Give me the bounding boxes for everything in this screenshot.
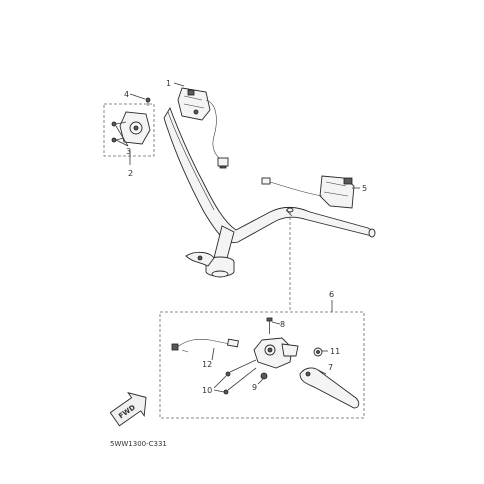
lever-holder: [253, 337, 299, 369]
callout-9: 9: [252, 383, 257, 392]
callout-10: 10: [202, 386, 212, 395]
callout-11: 11: [330, 347, 340, 356]
steering-column: [185, 225, 235, 278]
pivot-11: [313, 347, 323, 357]
switch-cover: [119, 111, 151, 145]
callout-5: 5: [362, 184, 367, 193]
callout-3: 3: [126, 147, 131, 156]
handlebar: [163, 106, 376, 244]
fwd-arrow-icon: FWD: [109, 392, 147, 427]
screw-4: [145, 97, 151, 106]
diagram-code: 5WW1300-C331: [110, 440, 167, 448]
nut-9: [260, 372, 268, 380]
group-box-2: [103, 103, 155, 157]
callout-8: 8: [280, 320, 285, 329]
brake-lever: [299, 367, 360, 409]
callout-6: 6: [329, 290, 334, 299]
brake-switch-cable: [171, 338, 239, 353]
left-handlebar-switch: [177, 87, 229, 169]
right-handlebar-switch: [261, 175, 355, 209]
group-box-6: [159, 311, 365, 419]
screw: [111, 121, 127, 143]
callout-1: 1: [166, 79, 171, 88]
callout-12: 12: [202, 360, 212, 369]
bolt-8: [266, 317, 273, 334]
callout-2: 2: [128, 169, 133, 178]
callout-7: 7: [328, 363, 333, 372]
callout-4: 4: [124, 90, 129, 99]
